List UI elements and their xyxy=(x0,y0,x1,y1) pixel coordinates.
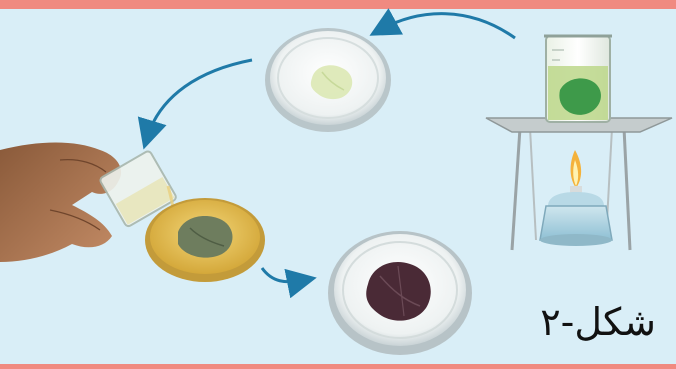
curved-arrow-icon xyxy=(380,14,515,38)
petri-dish-dark-leaf-icon xyxy=(328,231,472,355)
curved-arrow-icon xyxy=(147,60,252,138)
petri-dish-pale-leaf-icon xyxy=(265,28,391,132)
figure-caption: شکل-۲ xyxy=(540,300,656,344)
bottom-border-band xyxy=(0,364,676,369)
curved-arrow-icon xyxy=(262,268,305,282)
petri-dish-iodine-leaf-icon xyxy=(145,198,265,282)
alcohol-lamp-icon xyxy=(540,150,612,246)
